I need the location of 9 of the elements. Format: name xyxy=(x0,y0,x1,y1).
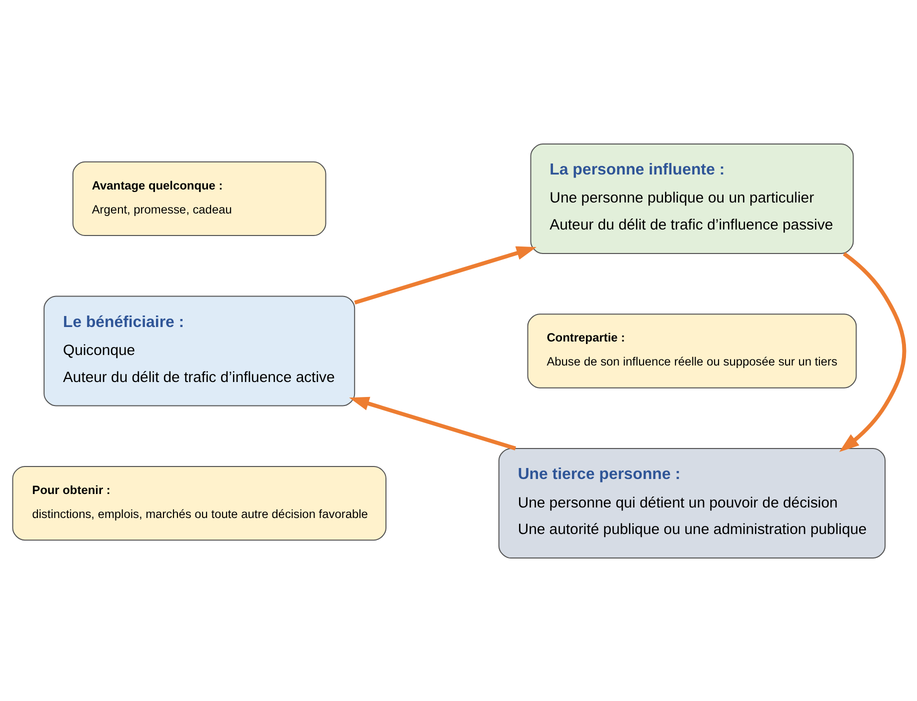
arrow xyxy=(349,396,516,450)
node-box: La personne influente : Une personne publique ou un particulier Auteur du délit de trafic d’influence passive xyxy=(530,142,854,254)
arrow xyxy=(839,252,906,452)
arrow xyxy=(354,246,536,304)
node-box: Avantage quelconque : Argent, promesse, cadeau xyxy=(72,160,326,236)
node-box: Le bénéficiaire : Quiconque Auteur du délit de trafic d’influence active xyxy=(44,295,356,406)
node-box: Une tierce personne : Une personne qui détient un pouvoir de décision Une autorité publique ou une administration publique xyxy=(498,448,886,558)
node-box: Contrepartie : Abuse de son influence réelle ou supposée sur un tiers xyxy=(527,313,857,388)
node-box: Pour obtenir : distinctions, emplois, marchés ou toute autre décision favorable xyxy=(12,465,386,540)
